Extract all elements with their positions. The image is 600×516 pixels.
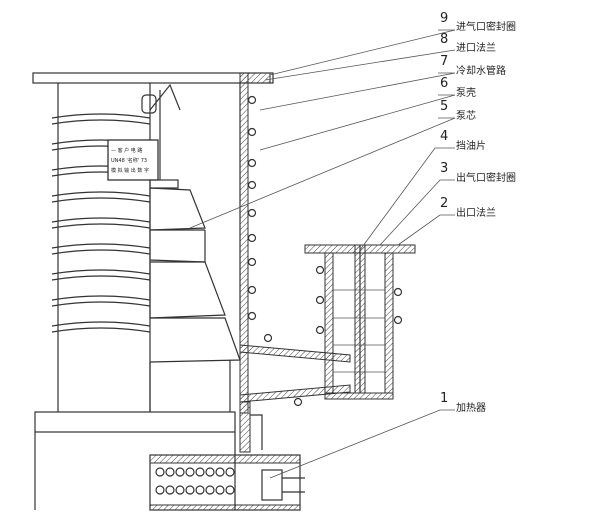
callout-6: 6 泵壳 (440, 76, 476, 99)
callout-number: 2 (440, 196, 448, 211)
callout-number: 5 (440, 99, 448, 114)
callout-label: 冷却水管路 (456, 64, 506, 77)
heater (149, 454, 305, 511)
pump-shell (239, 72, 273, 414)
callout-label: 泵壳 (456, 86, 476, 99)
top-flange (32, 72, 274, 84)
callout-8: 8 进口法兰 (440, 32, 496, 54)
callout-label: 进气口密封圈 (456, 20, 516, 33)
callout-number: 7 (440, 54, 448, 69)
callout-number: 3 (440, 161, 448, 176)
outlet-ejector (239, 344, 351, 453)
callout-label: 加热器 (456, 401, 486, 414)
callout-label: 挡油片 (456, 139, 486, 152)
callout-number: 1 (440, 391, 448, 406)
callout-7: 7 冷却水管路 (440, 54, 506, 77)
callout-1: 1 加热器 (440, 391, 486, 414)
callout-label: 进口法兰 (456, 41, 496, 54)
callout-label: 泵芯 (456, 109, 476, 122)
callout-4: 4 挡油片 (440, 129, 486, 152)
callout-number: 4 (440, 129, 448, 144)
nameplate: — 客 户 电 路 UN48 '名称' 73 模 拟 输 出 数 字 (107, 139, 159, 181)
pump-core (149, 83, 241, 412)
callout-number: 8 (440, 32, 448, 47)
oil-baffle (354, 244, 366, 394)
callout-number: 9 (440, 11, 448, 26)
shell-cooling-tubes (247, 95, 273, 343)
heater-coils (155, 467, 235, 495)
callout-5: 5 泵芯 (440, 99, 476, 122)
cooling-coils-exterior (51, 113, 151, 333)
exterior-view: — 客 户 电 路 UN48 '名称' 73 模 拟 输 出 数 字 (32, 72, 274, 510)
callout-2: 2 出口法兰 (440, 196, 496, 219)
callout-label: 出口法兰 (456, 206, 496, 219)
nameplate-line1: — 客 户 电 路 (111, 147, 142, 154)
leader-lines (189, 29, 456, 479)
callout-9: 9 进气口密封圈 (440, 11, 516, 33)
callout-label: 出气口密封圈 (456, 171, 516, 184)
callout-3: 3 出气口密封圈 (440, 161, 516, 184)
callout-number: 6 (440, 76, 448, 91)
outlet-chamber (304, 244, 416, 400)
nameplate-line2: UN48 '名称' 73 (111, 157, 147, 164)
nameplate-line3: 模 拟 输 出 数 字 (111, 167, 149, 174)
